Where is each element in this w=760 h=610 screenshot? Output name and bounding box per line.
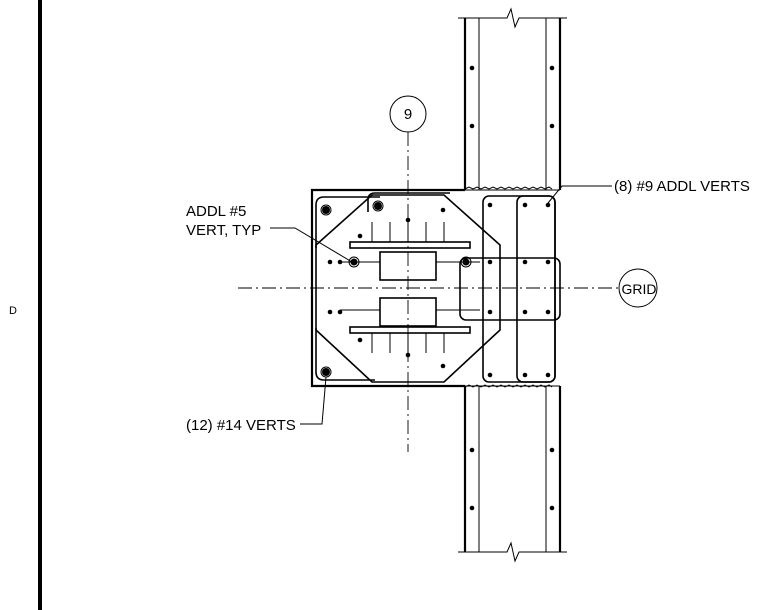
callout-addl-verts: (8) #9 ADDL VERTS — [614, 178, 750, 195]
tie-hook-top-left — [315, 196, 380, 248]
tie-hook-top-right — [367, 192, 450, 212]
octagonal-tie — [315, 194, 501, 383]
leader-addl-verts — [547, 185, 612, 204]
tie-hook-bottom-left — [315, 328, 375, 381]
embedded-steel-section — [340, 222, 480, 353]
leader-addl5 — [270, 227, 353, 263]
wall-tie-inner — [459, 257, 561, 321]
wall-tie-mid — [516, 195, 556, 383]
grid-bubble-9 — [389, 95, 427, 133]
callout-addl5-line1: ADDL #5 — [186, 203, 246, 220]
grid-bubble-grid — [618, 268, 658, 308]
wall-upper — [458, 7, 567, 190]
wall-lower — [458, 386, 567, 563]
leader-verts14 — [300, 376, 327, 425]
row-label: D — [9, 305, 17, 317]
reinforcing-bars — [320, 200, 551, 378]
break-line-top — [464, 186, 553, 190]
column-outline — [310, 188, 465, 388]
callout-verts14: (12) #14 VERTS — [186, 417, 296, 434]
callout-addl5-line2: VERT, TYP — [186, 222, 261, 239]
grid-bubble-9-label: 9 — [404, 106, 412, 123]
wall-tie-outer — [482, 195, 556, 383]
grid-bubble-grid-label: GRID — [622, 281, 657, 297]
